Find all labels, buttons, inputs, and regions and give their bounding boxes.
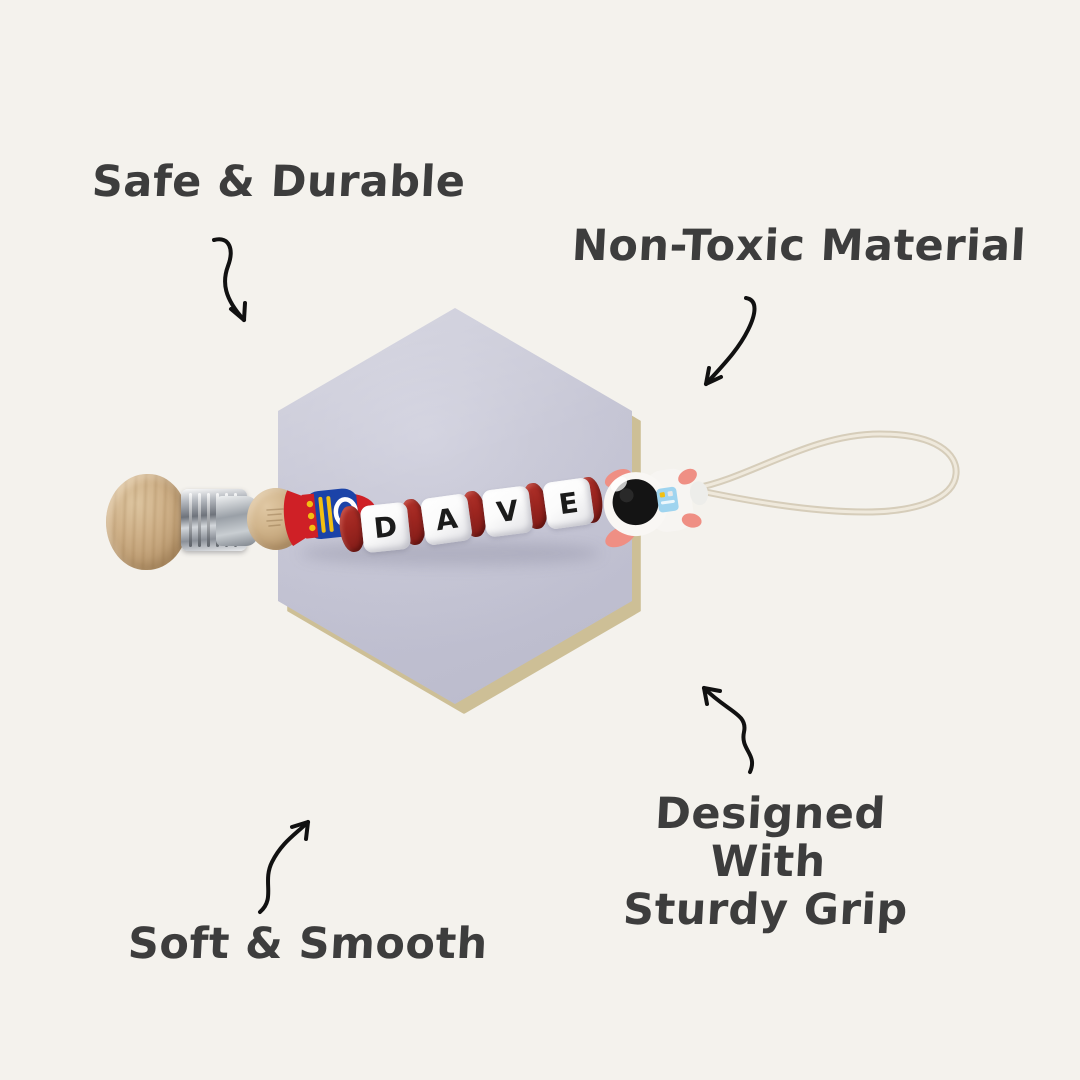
wood-engraving [266, 508, 284, 527]
rocket-bead [283, 488, 376, 547]
callout-label-sturdy-grip: Designed With Sturdy Grip [621, 789, 910, 936]
letter-bead-e: E [541, 476, 596, 531]
callout-label-soft-smooth: Soft & Smooth [126, 919, 490, 969]
arrow-icon-soft-smooth [258, 820, 310, 914]
arrow-icon-safe-durable [212, 237, 247, 322]
letter-bead-a: A [419, 492, 474, 547]
astronaut-bead [603, 468, 709, 548]
letter-bead-d: D [359, 501, 412, 554]
arrow-icon-non-toxic [704, 296, 757, 386]
callout-label-non-toxic: Non-Toxic Material [570, 221, 1028, 271]
callout-label-safe-durable: Safe & Durable [90, 157, 467, 207]
arrow-icon-sturdy-grip [702, 686, 754, 774]
wooden-clip-disc [106, 474, 188, 570]
cord-loop [692, 430, 960, 516]
letter-bead-v: V [481, 485, 534, 538]
